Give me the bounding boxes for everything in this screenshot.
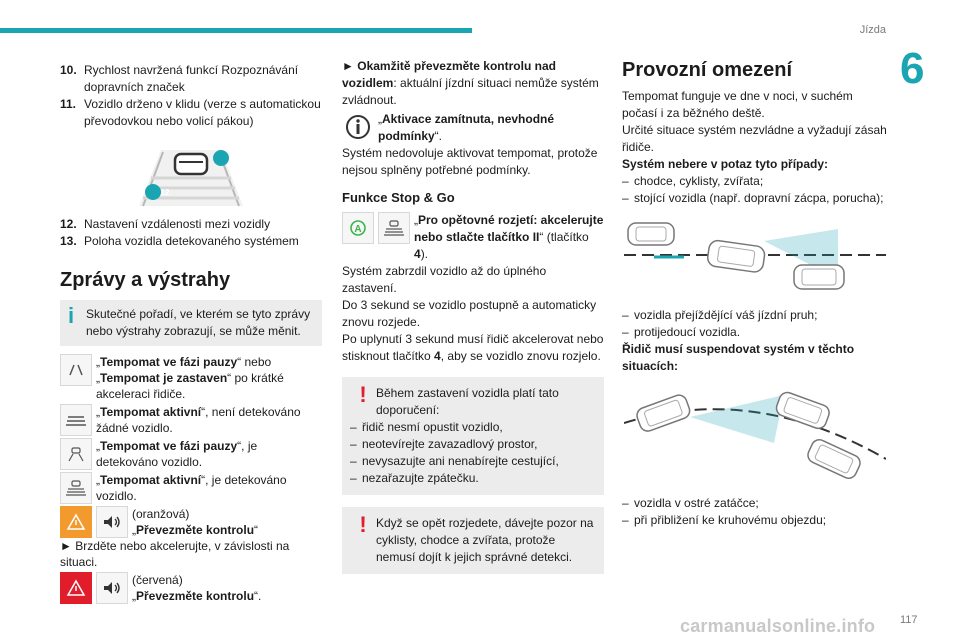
sound-icon xyxy=(96,506,128,538)
list-item: –řidič nesmí opustit vozidlo, xyxy=(350,420,503,434)
vehicle-detected-active-icon xyxy=(60,472,92,504)
page-number: 117 xyxy=(900,614,918,626)
list-item: –stojící vozidla (např. dopravní zácpa, … xyxy=(622,191,884,205)
car-middle xyxy=(706,239,766,273)
paragraph: Po uplynutí 3 sekund musí řidič akcelero… xyxy=(342,332,604,363)
cruise-active-icon xyxy=(60,404,92,436)
message-row: (oranžová)„Převezměte kontrolu“ xyxy=(60,506,322,538)
list-item: –nezařazujte zpátečku. xyxy=(350,471,479,485)
auto-hold-icon: A xyxy=(342,212,374,244)
column-3: Provozní omezení Tempomat funguje ve dne… xyxy=(622,58,888,529)
message-row: „Aktivace zamítnuta, nevhodné podmínky“. xyxy=(342,111,604,145)
cruise-pause-icon xyxy=(60,354,92,386)
lane-change-diagram xyxy=(624,222,886,290)
list-item: 11. Vozidlo drženo v klidu (verze s auto… xyxy=(60,97,321,128)
car-left xyxy=(627,222,675,246)
subheading: Funkce Stop & Go xyxy=(342,190,455,205)
curve-diagram xyxy=(624,391,886,479)
message-row: (červená)„Převezměte kontrolu“. xyxy=(60,572,322,604)
paragraph: Tempomat funguje ve dne v noci, v suchém… xyxy=(622,89,853,120)
distance-figure xyxy=(60,144,322,210)
list-item: –vozidla přejíždějící váš jízdní pruh; xyxy=(622,308,818,322)
car-right xyxy=(793,264,845,290)
vehicle-ahead-icon xyxy=(378,212,410,244)
message-row: „Tempomat aktivní“, není detekováno žádn… xyxy=(60,404,322,436)
warning-box: ! Když se opět rozjedete, dávejte pozor … xyxy=(342,507,604,574)
callout-12: 12 xyxy=(160,188,170,197)
list-item: 10. Rychlost navržená funkcí Rozpoznáván… xyxy=(60,63,299,94)
paragraph: Systém nedovoluje aktivovat tempomat, pr… xyxy=(342,146,598,177)
list-item: –vozidla v ostré zatáčce; xyxy=(622,496,759,510)
svg-text:A: A xyxy=(354,224,361,235)
exclamation-icon: ! xyxy=(359,512,367,537)
list-item: –protijedoucí vozidla. xyxy=(622,325,741,339)
curve-figure xyxy=(622,389,888,485)
red-warning-icon xyxy=(60,572,92,604)
chapter-number: 6 xyxy=(900,44,925,93)
orange-warning-icon xyxy=(60,506,92,538)
column-2: ► Okamžitě převezměte kontrolu nad vozid… xyxy=(342,58,604,574)
message-row: „Tempomat ve fázi pauzy“, je detekováno … xyxy=(60,438,322,470)
list-item: 12. Nastavení vzdálenosti mezi vozidly xyxy=(60,217,271,231)
section-title: Jízda xyxy=(859,24,886,36)
section-heading: Provozní omezení xyxy=(622,59,793,81)
warning-box: ! Během zastavení vozidla platí tato dop… xyxy=(342,377,604,495)
distance-diagram xyxy=(139,150,243,207)
vehicle-detected-pause-icon xyxy=(60,438,92,470)
list-item: –neotevírejte zavazadlový prostor, xyxy=(350,437,538,451)
list-item: –chodce, cyklisty, zvířata; xyxy=(622,174,764,188)
header-accent-bar xyxy=(0,28,472,33)
paragraph: Do 3 sekund se vozidlo postupně a automa… xyxy=(342,298,597,329)
paragraph: Systém nebere v potaz tyto případy: xyxy=(622,157,829,171)
paragraph: Určité situace systém nezvládne a vyžadu… xyxy=(622,123,887,154)
info-box: i Skutečné pořadí, ve kterém se tyto zpr… xyxy=(60,300,322,346)
paragraph: Systém zabrzdil vozidlo až do úplného za… xyxy=(342,264,547,295)
sound-icon xyxy=(96,572,128,604)
messages-block: „Tempomat ve fázi pauzy“ nebo „Tempomat … xyxy=(60,354,322,604)
column-1: 10. Rychlost navržená funkcí Rozpoznáván… xyxy=(60,62,322,604)
message-row: A „Pro opětovné rozjetí: akcelerujte neb… xyxy=(342,212,604,263)
info-circle-icon xyxy=(342,111,374,143)
info-text: Skutečné pořadí, ve kterém se tyto zpráv… xyxy=(86,307,311,338)
section-heading: Zprávy a výstrahy xyxy=(60,269,231,291)
list-item: –při přibližení ke kruhovému objezdu; xyxy=(622,513,827,527)
watermark: carmanualsonline.info xyxy=(680,616,876,636)
info-icon: i xyxy=(68,303,75,328)
paragraph: Řidič musí suspendovat systém v těchto s… xyxy=(622,342,855,373)
message-row: „Tempomat aktivní“, je detekováno vozidl… xyxy=(60,472,322,504)
message-row: „Tempomat ve fázi pauzy“ nebo „Tempomat … xyxy=(60,354,322,402)
exclamation-icon: ! xyxy=(359,382,367,407)
list-item: 13. Poloha vozidla detekovaného systémem xyxy=(60,234,299,248)
callout-13: 13 xyxy=(228,154,238,163)
message-action: ► Brzděte nebo akcelerujte, v závislosti… xyxy=(60,539,290,569)
list-item: –nevysazujte ani nenabírejte cestující, xyxy=(350,454,559,468)
overtaking-figure xyxy=(622,217,888,299)
paragraph: ► Okamžitě převezměte kontrolu nad vozid… xyxy=(342,59,599,107)
